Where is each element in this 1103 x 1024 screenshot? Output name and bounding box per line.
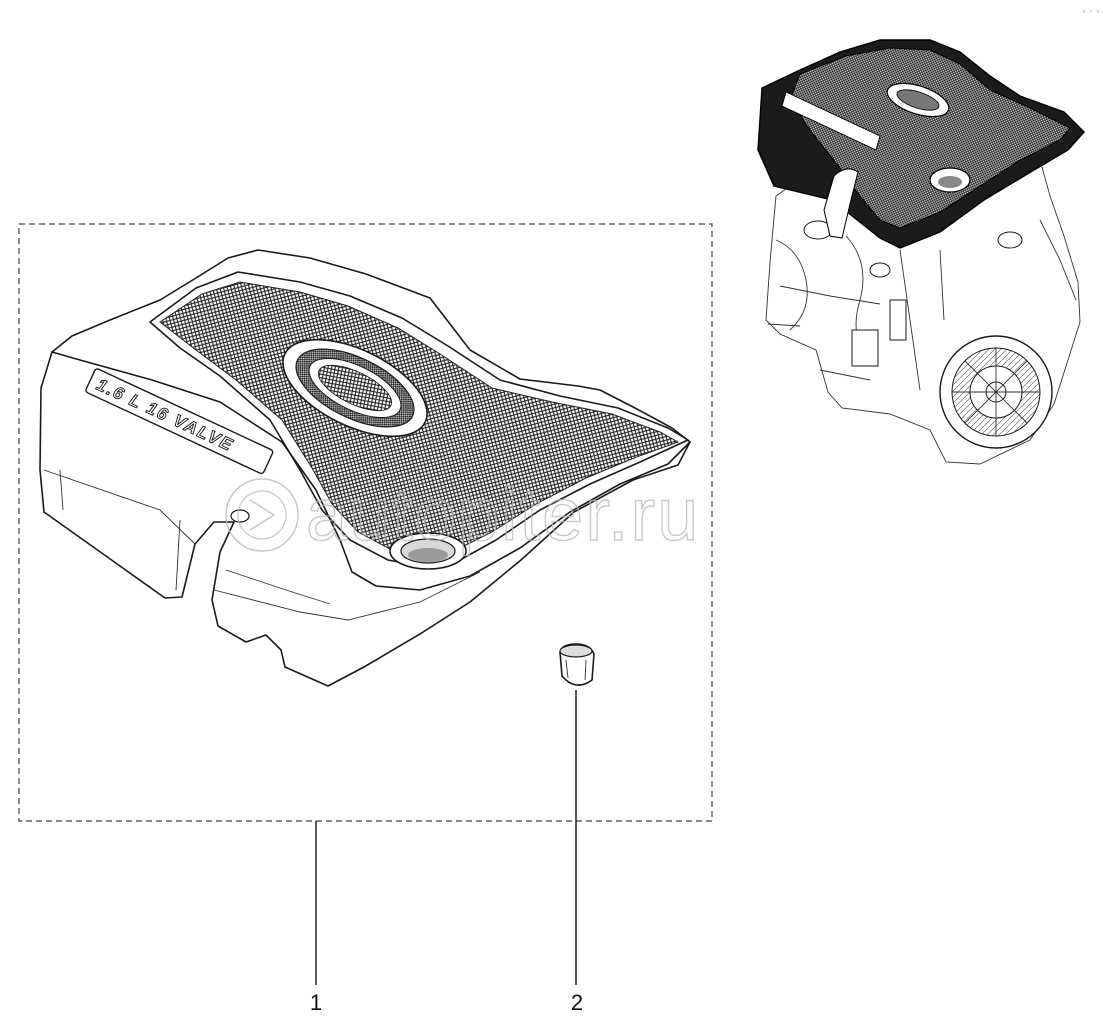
cover-marking-plate xyxy=(85,368,274,475)
engine-assembly-reference xyxy=(757,39,1085,465)
flywheel xyxy=(939,335,1053,449)
callout-2: 2 xyxy=(571,990,583,1015)
kit-boundary-box xyxy=(18,223,713,822)
grommet-part xyxy=(559,643,595,686)
watermark-text: autopiter.ru xyxy=(306,473,700,556)
engine-cover-part: 1.6 L 16 VALVE xyxy=(39,249,691,687)
watermark-logo xyxy=(225,478,299,552)
callout-1: 1 xyxy=(310,990,322,1015)
cover-marking-text: 1.6 L 16 VALVE xyxy=(94,375,237,455)
corner-code: ᵃ ⁿ ᵃ xyxy=(1082,9,1100,16)
